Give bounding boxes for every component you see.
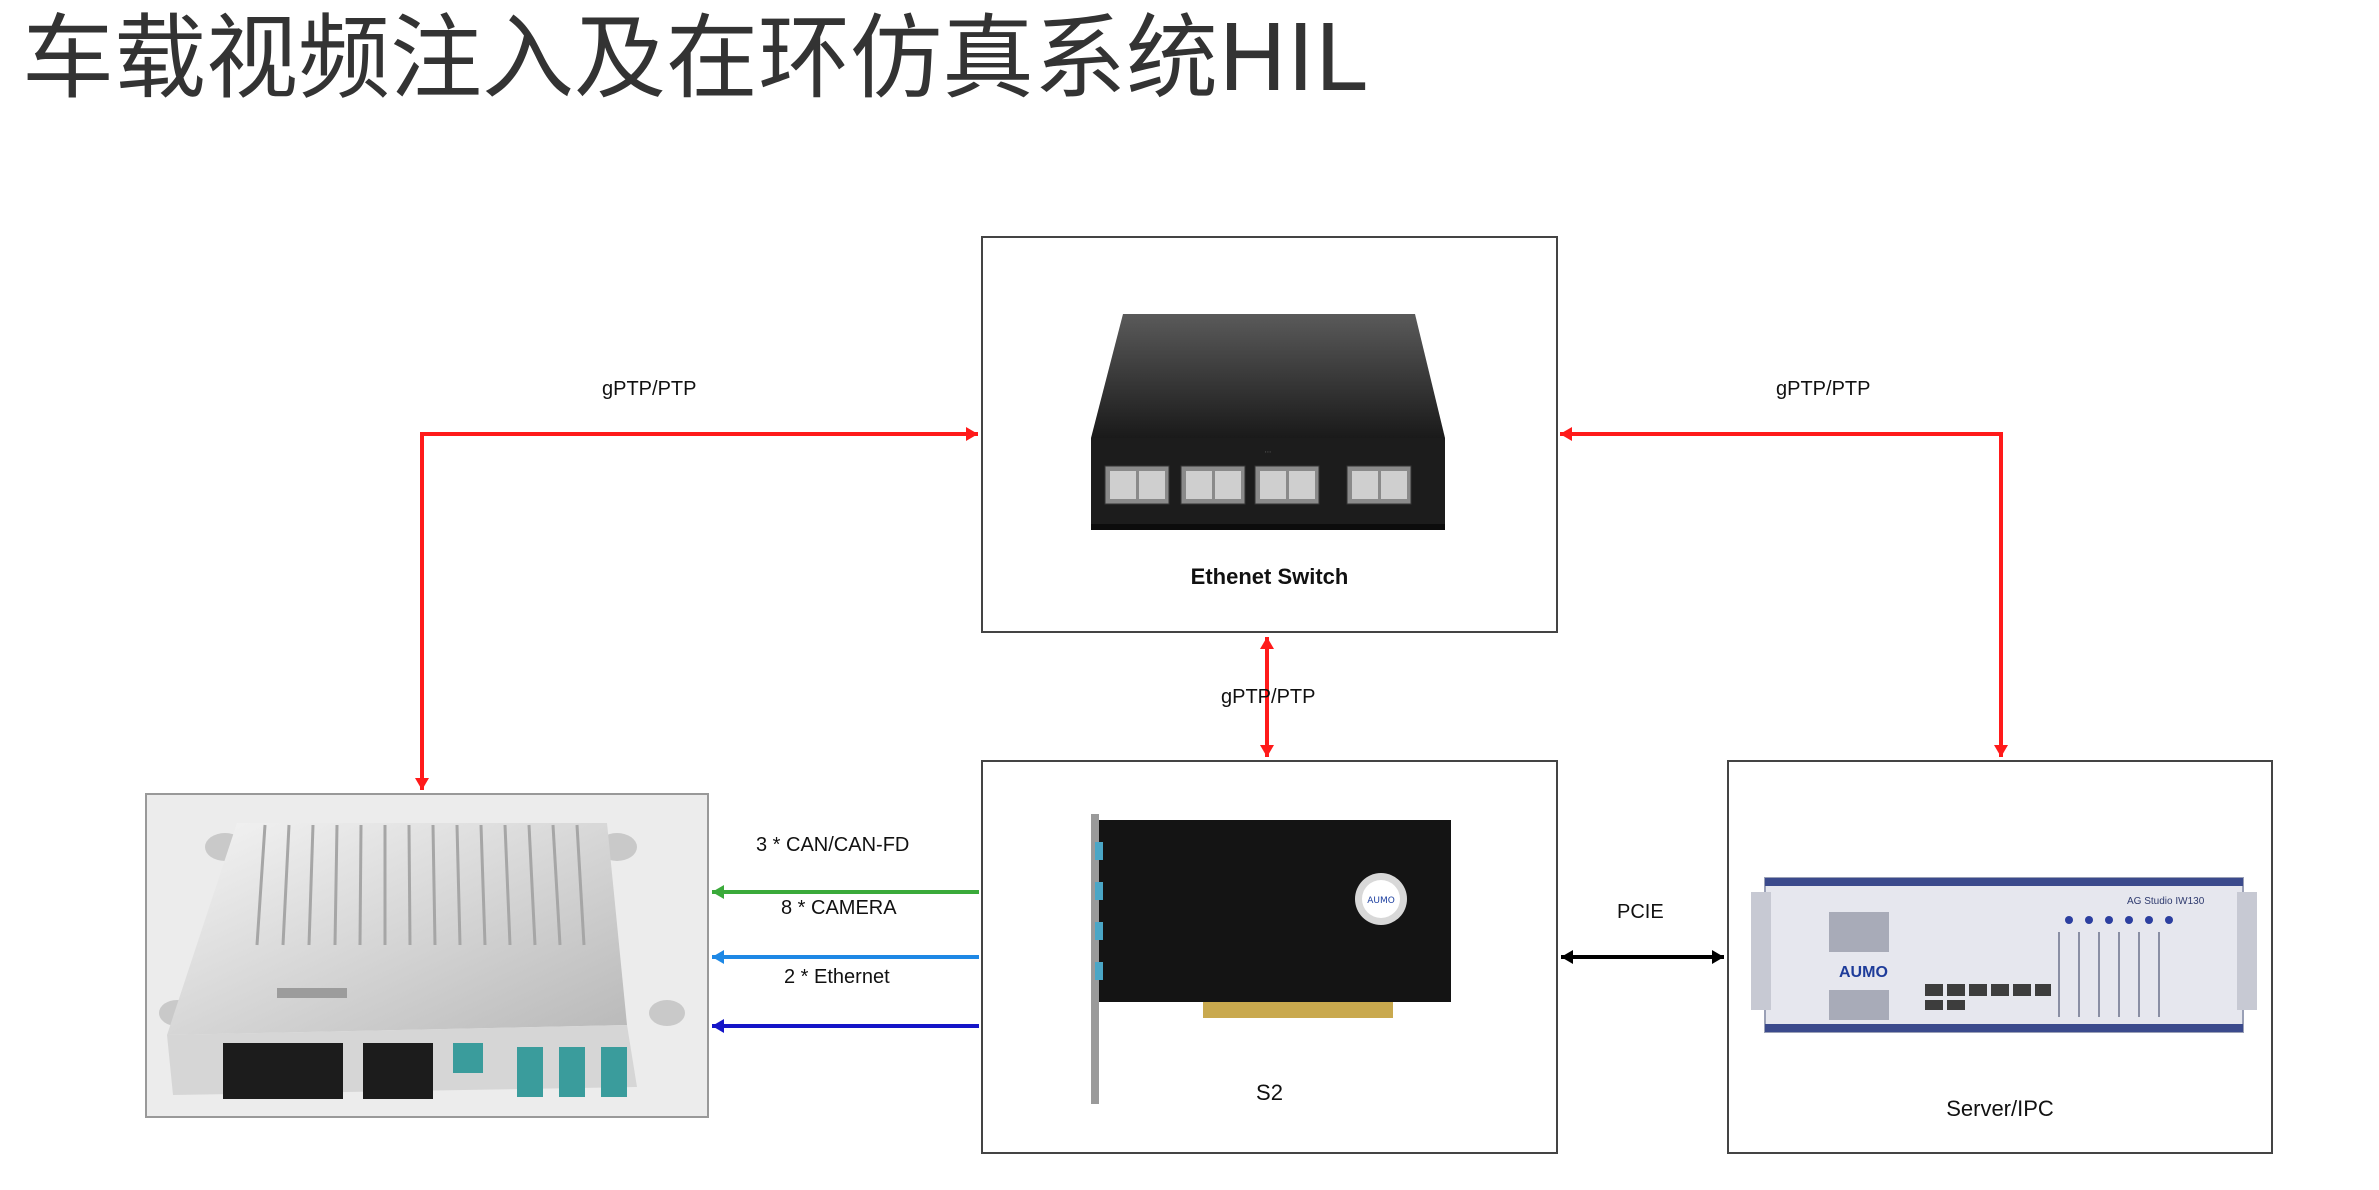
label-switch-s2: gPTP/PTP bbox=[1221, 686, 1316, 708]
label-switch-ecu: gPTP/PTP bbox=[602, 378, 697, 400]
label-switch-server: gPTP/PTP bbox=[1776, 378, 1871, 400]
wire-camera bbox=[712, 950, 979, 964]
wire-switch-server bbox=[1560, 427, 2008, 757]
server-model: AG Studio IW130 bbox=[2127, 896, 2205, 907]
switch-device-image: ⋯ bbox=[1091, 314, 1445, 530]
server-label: Server/IPC bbox=[1946, 1096, 2054, 1121]
server-brand: AUMO bbox=[1839, 964, 1888, 981]
wire-switch-s2 bbox=[1260, 637, 1274, 757]
switch-box: ⋯ Ethenet Switch bbox=[981, 236, 1558, 633]
ecu-box bbox=[145, 793, 709, 1118]
server-box: AUMO AG Studio IW130 Server/IPC bbox=[1727, 760, 2273, 1154]
label-can: 3 * CAN/CAN-FD bbox=[756, 834, 910, 856]
s2-label: S2 bbox=[1256, 1080, 1283, 1105]
wire-pcie bbox=[1561, 950, 1724, 964]
wire-can bbox=[712, 885, 979, 899]
label-camera: 8 * CAMERA bbox=[781, 897, 897, 919]
wire-ethernet bbox=[712, 1019, 979, 1033]
slide-title: 车载视频注入及在环仿真系统HIL bbox=[22, 5, 1366, 112]
label-pcie: PCIE bbox=[1617, 901, 1664, 923]
s2-card-image: AUMO bbox=[1091, 814, 1451, 1104]
s2-chip-text: AUMO bbox=[1367, 896, 1395, 906]
ecu-device-image bbox=[147, 795, 707, 1116]
s2-box: AUMO S2 bbox=[981, 760, 1558, 1154]
server-device-image: AUMO AG Studio IW130 bbox=[1751, 877, 2257, 1033]
switch-label: Ethenet Switch bbox=[1190, 564, 1349, 589]
svg-text:⋯: ⋯ bbox=[1265, 448, 1272, 456]
label-ethernet: 2 * Ethernet bbox=[784, 966, 890, 988]
wire-switch-ecu bbox=[415, 427, 978, 790]
